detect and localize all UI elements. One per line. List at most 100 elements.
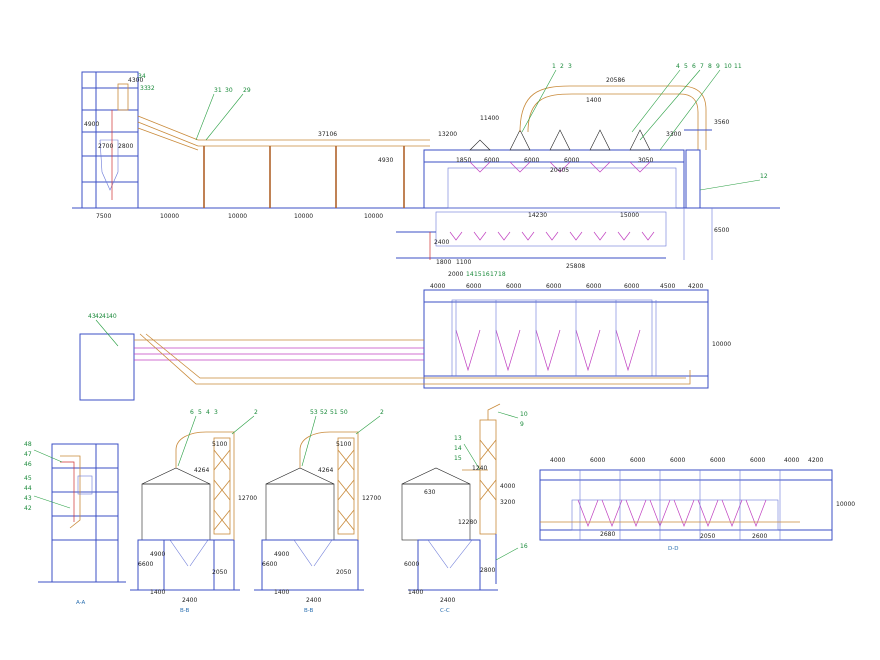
leader-2: 2 [560, 63, 564, 70]
plan-view [79, 289, 709, 401]
cc-leader-16: 16 [520, 543, 528, 550]
dim-plant-13: 3300 [666, 131, 681, 138]
dim-plant-8: 3050 [638, 157, 653, 164]
leader-30: 30 [225, 87, 233, 94]
dim-base-2: 2400 [434, 239, 449, 246]
plan-leader-40: 40 [109, 313, 117, 320]
aa-leader-2: 47 [24, 451, 32, 458]
bb2-caption: B-B [304, 608, 314, 614]
leader-12: 12 [760, 173, 768, 180]
leader-4: 4 [676, 63, 680, 70]
leader-8: 8 [708, 63, 712, 70]
dd-dim-8: 4200 [808, 457, 823, 464]
leader-34: 34 [138, 73, 146, 80]
dd-dim-6: 6000 [750, 457, 765, 464]
cc-leader-15: 15 [454, 455, 462, 462]
bb1-dim-6: 2050 [212, 569, 227, 576]
bb1-leader-1: 6 [190, 409, 194, 416]
dd-bottom-1: 2680 [600, 531, 615, 538]
dim-tower-3: 2700 [98, 143, 113, 150]
left-tower [81, 71, 139, 209]
dd-side-dim: 10000 [836, 501, 855, 508]
plan-side-dim: 10000 [712, 341, 731, 348]
plan-leader-42: 42 [95, 313, 103, 320]
leader-31: 31 [214, 87, 222, 94]
leader-17: 17 [490, 271, 498, 278]
dim-plant-1: 20586 [606, 77, 625, 84]
dim-plant-4: 1850 [456, 157, 471, 164]
bb1-leader-3: 4 [206, 409, 210, 416]
cc-leader-13: 13 [454, 435, 462, 442]
dim-tower-4: 4900 [84, 121, 99, 128]
plan-dim-4: 6000 [546, 283, 561, 290]
leader-18: 18 [498, 271, 506, 278]
dim-plant-2: 11400 [480, 115, 499, 122]
aa-leader-3: 46 [24, 461, 32, 468]
section-bb-2 [254, 431, 364, 591]
cc-dim-1: 1240 [472, 465, 487, 472]
cc-dim-3: 12280 [458, 519, 477, 526]
dim-left-3: 10000 [228, 213, 247, 220]
plan-dim-2: 6000 [466, 283, 481, 290]
dim-left-1: 7500 [96, 213, 111, 220]
bb2-leader-2: 52 [320, 409, 328, 416]
bb2-dim-2: 5100 [336, 441, 351, 448]
inclined-conveyor [137, 115, 199, 151]
dim-base-1: 25808 [566, 263, 585, 270]
leader-1: 1 [552, 63, 556, 70]
main-plant-elevation [396, 85, 713, 260]
bb1-dim-3: 12700 [238, 495, 257, 502]
bb1-caption: B-B [180, 608, 190, 614]
section-bb-1 [130, 431, 240, 591]
cc-leader-10: 10 [520, 411, 528, 418]
cc-dim-6: 1400 [408, 589, 423, 596]
bb2-leader-5: 2 [380, 409, 384, 416]
cc-dim-4: 6000 [404, 561, 419, 568]
leader-11: 11 [734, 63, 742, 70]
dim-left-2: 10000 [160, 213, 179, 220]
dim-base-5: 1100 [456, 259, 471, 266]
bb1-leader-2: 5 [198, 409, 202, 416]
bb2-leader-4: 50 [340, 409, 348, 416]
dd-dim-2: 6000 [590, 457, 605, 464]
dim-plant-15: 6500 [714, 227, 729, 234]
bb1-leader-4: 3 [214, 409, 218, 416]
cc-dim-7: 2800 [480, 567, 495, 574]
bb1-dim-4: 4900 [150, 551, 165, 558]
leader-9: 9 [716, 63, 720, 70]
dd-dim-1: 4000 [550, 457, 565, 464]
bb1-dim-2: 5100 [212, 441, 227, 448]
cc-leader-9: 9 [520, 421, 524, 428]
bb2-dim-7: 1400 [274, 589, 289, 596]
dim-base-3: 2000 [448, 271, 463, 278]
dim-plant-5: 6000 [484, 157, 499, 164]
bb2-dim-3: 12700 [362, 495, 381, 502]
dim-plant-10: 14230 [528, 212, 547, 219]
plan-dim-8: 4200 [688, 283, 703, 290]
dd-bottom-2: 2050 [700, 533, 715, 540]
leader-14: 14 [466, 271, 474, 278]
leader-10: 10 [724, 63, 732, 70]
bb2-dim-6: 2050 [336, 569, 351, 576]
bb1-dim-1: 4264 [194, 467, 209, 474]
dim-plant-6: 6000 [524, 157, 539, 164]
dim-base-4: 1800 [436, 259, 451, 266]
dim-run-length: 37106 [318, 131, 337, 138]
bb1-dim-8: 2400 [182, 597, 197, 604]
top-elevation-view [72, 71, 780, 260]
cc-dim-8: 3200 [500, 499, 515, 506]
leader-32: 32 [147, 85, 155, 92]
dd-dim-4: 6000 [670, 457, 685, 464]
dd-dim-5: 6000 [710, 457, 725, 464]
dim-plant-9: 20405 [550, 167, 569, 174]
cc-dim-2: 630 [424, 489, 436, 496]
leader-15: 15 [474, 271, 482, 278]
cc-leader-14: 14 [454, 445, 462, 452]
leader-6: 6 [692, 63, 696, 70]
bb2-dim-8: 2400 [306, 597, 321, 604]
section-cc [401, 403, 501, 591]
dim-left-5: 10000 [364, 213, 383, 220]
section-dd [539, 469, 833, 541]
section-aa [38, 443, 126, 583]
